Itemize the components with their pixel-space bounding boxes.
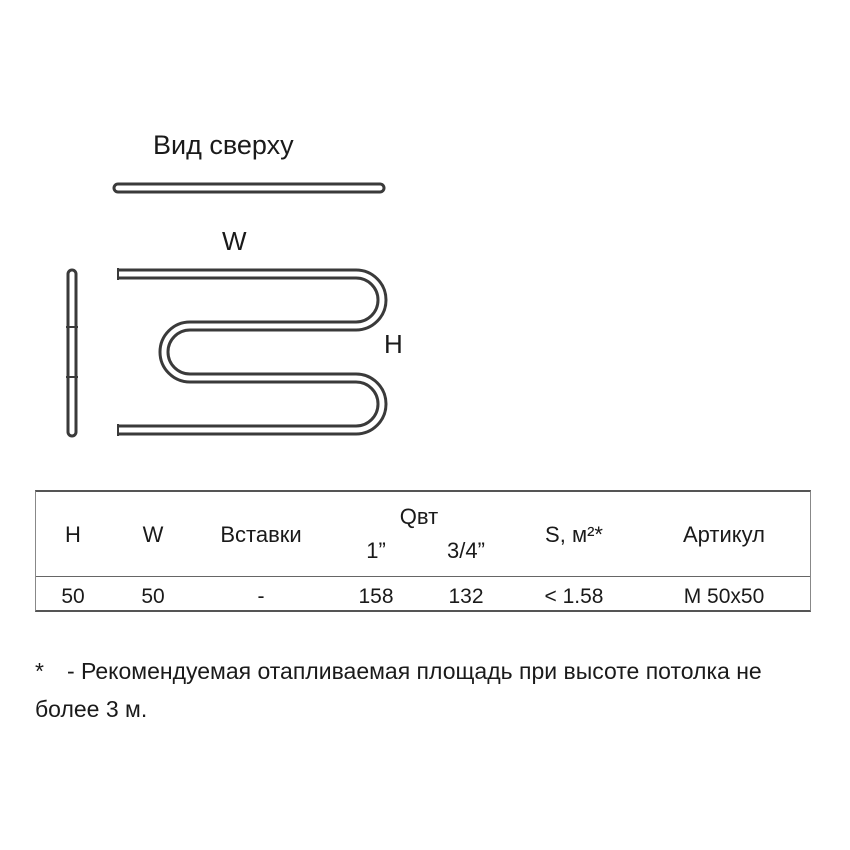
col-header-w: W [142, 522, 164, 547]
front-view-m-shape [117, 268, 388, 436]
cell-inserts: - [257, 585, 265, 608]
cell-area: < 1.58 [544, 585, 604, 608]
spec-table: H W Вставки Qвт 1” 3/4” S, м²* Артикул 5… [35, 490, 811, 612]
top-view-label: Вид сверху [153, 130, 294, 160]
col-header-q-1: 1” [366, 538, 386, 563]
cell-q-3-4: 132 [448, 585, 484, 608]
col-header-q-3-4: 3/4” [447, 538, 485, 563]
table-row-divider [36, 576, 810, 577]
cell-q-1: 158 [358, 585, 394, 608]
col-header-q: Qвт [399, 504, 439, 529]
cell-article: М 50х50 [683, 585, 765, 608]
footnote: *- Рекомендуемая отапливаемая площадь пр… [35, 652, 795, 728]
cell-h: 50 [61, 585, 85, 608]
width-label: W [222, 226, 247, 256]
cell-w: 50 [141, 585, 165, 608]
col-header-article: Артикул [682, 522, 766, 547]
col-header-h: H [65, 522, 81, 547]
col-header-area: S, м²* [545, 522, 603, 547]
footnote-mark: * [35, 658, 44, 684]
col-header-inserts: Вставки [220, 522, 302, 547]
side-view-bar [66, 268, 78, 438]
height-label: H [384, 329, 403, 359]
footnote-text: - Рекомендуемая отапливаемая площадь при… [35, 658, 762, 722]
